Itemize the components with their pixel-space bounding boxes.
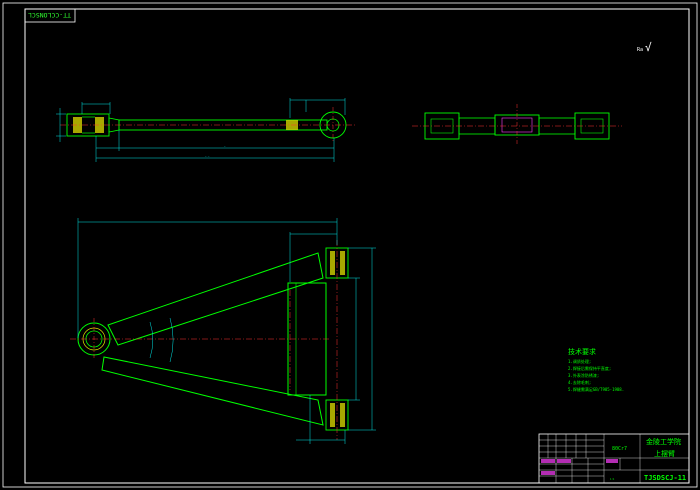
roughness-prefix: Ra (637, 47, 643, 53)
front-dim-label-2: — — (205, 155, 210, 158)
front-dim-label-1: — (224, 145, 226, 148)
side-view (412, 104, 622, 146)
title-material: 80Cr7 (612, 446, 627, 452)
front-view: — — — (56, 98, 355, 162)
plan-view (70, 218, 376, 444)
angle-arc (169, 317, 174, 363)
drawing-code-box (24, 8, 76, 23)
left-bushing-hatch-a (73, 117, 82, 133)
tech-req-item-2: 2.焊接后需保持平直度; (568, 365, 611, 371)
tech-req-item-1: 1.调质处理; (568, 358, 591, 364)
title-drawing-number: TJSDSCJ-11 (644, 474, 686, 482)
roughness-symbol: √ (645, 41, 652, 54)
tech-req-heading: 技术要求 (568, 347, 596, 356)
upper-arm (107, 252, 324, 346)
title-scale: 1:1 (610, 478, 615, 481)
tech-req-item-3: 3.外表涂防锈漆; (568, 372, 599, 378)
title-block: 80Cr7 金陵工学院 上摆臂 1:1 TJSDSCJ-11 (538, 433, 690, 484)
drawing-frame (24, 8, 690, 484)
title-school: 金陵工学院 (646, 437, 681, 446)
tech-req-item-4: 4.去除毛刺; (568, 379, 591, 385)
tech-requirements: 技术要求 1.调质处理; 2.焊接后需保持平直度; 3.外表涂防锈漆; 4.去除… (568, 347, 624, 392)
tech-req-item-5: 5.焊缝需满足GB/T985-1988. (568, 386, 624, 392)
lower-arm (101, 356, 324, 426)
title-part-name: 上摆臂 (654, 449, 675, 458)
drawing-code: TT-CCLONSCL (28, 11, 71, 19)
left-bushing-hatch-b (95, 117, 104, 133)
